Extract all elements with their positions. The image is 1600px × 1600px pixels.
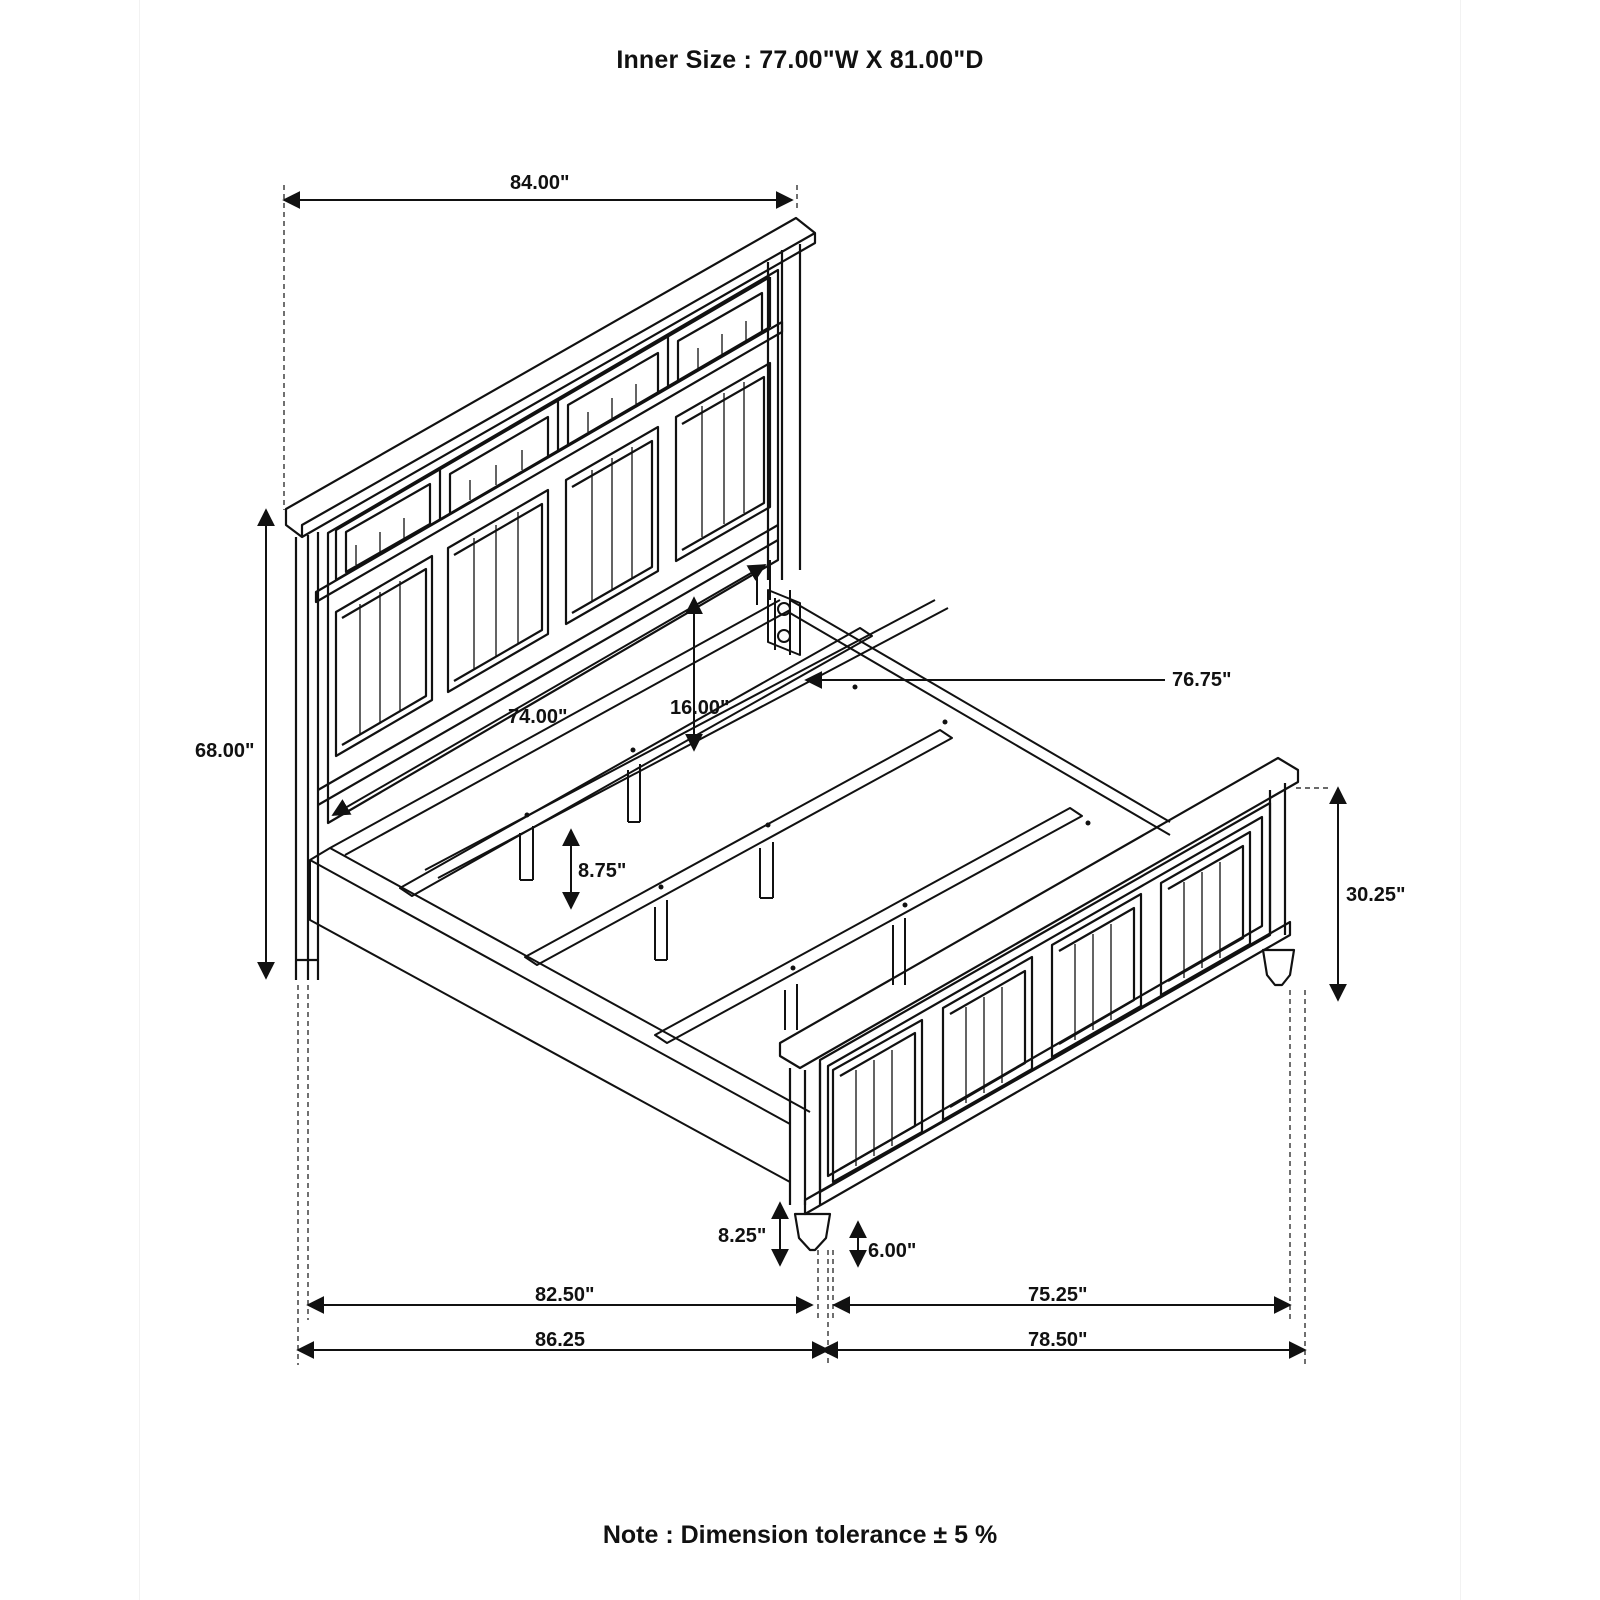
dim-headboard-height: 68.00": [195, 740, 255, 762]
extension-lines: [283, 185, 1330, 1365]
footboard-right-foot: [1261, 948, 1296, 987]
inner-size-title: Inner Size : 77.00"W X 81.00"D: [616, 46, 984, 74]
dim-headboard-panel-gap: 16.00": [670, 697, 730, 719]
dim-side-rail-length: 76.75": [1172, 669, 1232, 691]
bed-frame-rails: [309, 560, 1171, 1183]
tolerance-note: Note : Dimension tolerance ± 5 %: [602, 1521, 998, 1549]
dim-footboard-height: 30.25": [1346, 884, 1406, 906]
left-side-rail: [309, 859, 791, 1183]
rail-bracket: [767, 589, 801, 656]
footboard: [296, 756, 1300, 1252]
footboard-crown: [778, 756, 1300, 1070]
dim-length-overall: 86.25: [535, 1329, 586, 1351]
dim-inner-rail-width: 74.00": [508, 706, 568, 728]
headboard-left-post: [294, 532, 320, 980]
headboard-right-post: [766, 244, 802, 580]
dim-footboard-leg-height: 6.00": [868, 1240, 917, 1262]
right-side-rail: [789, 599, 1171, 836]
dim-rail-height-from-floor: 8.25": [718, 1225, 767, 1247]
dimension-lines: [257, 191, 1347, 1359]
headboard: [284, 216, 817, 980]
dim-width-overall: 78.50": [1028, 1329, 1088, 1351]
dim-rail-clearance: 8.75": [578, 860, 627, 882]
footboard-left-foot: [793, 1212, 832, 1252]
headboard-crown: [284, 216, 817, 539]
dim-width-inner: 75.25": [1028, 1284, 1088, 1306]
dim-length-inner: 82.50": [535, 1284, 595, 1306]
dim-headboard-width: 84.00": [510, 172, 570, 194]
